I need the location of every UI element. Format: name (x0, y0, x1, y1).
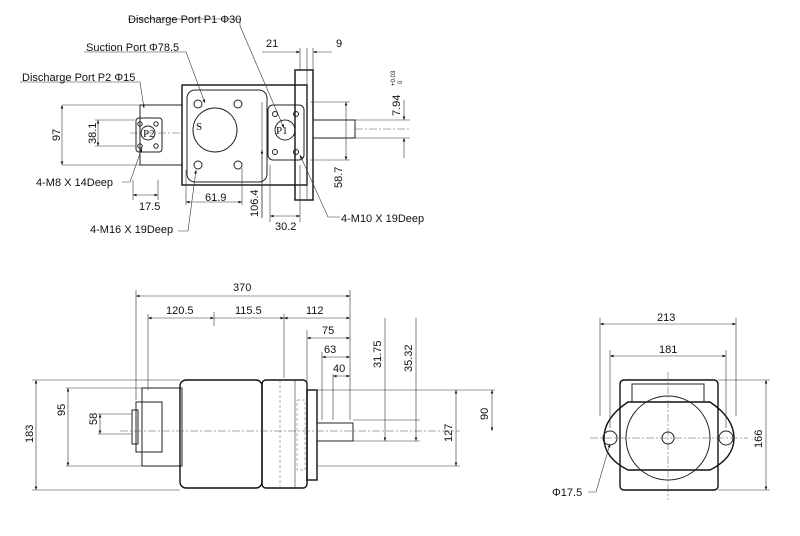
dim-75: 75 (322, 325, 334, 337)
dim-58: 58 (88, 413, 100, 425)
dim-61-9: 61.9 (205, 192, 226, 204)
dim-31-75: 31.75 (372, 340, 384, 368)
port-s-label: S (196, 121, 202, 133)
dim-120-5: 120.5 (166, 305, 194, 317)
side-view: 213 181 166 Φ17.5 (552, 312, 770, 500)
dim-115-5: 115.5 (235, 305, 262, 317)
dim-58-7: 58.7 (333, 167, 345, 188)
dim-213: 213 (657, 312, 675, 324)
label-suction: Suction Port Φ78.5 (86, 42, 179, 54)
dim-181: 181 (659, 344, 677, 356)
dim-9: 9 (336, 38, 342, 50)
label-discharge-p1: Discharge Port P1 Φ30 (128, 14, 241, 26)
dim-166: 166 (753, 430, 765, 448)
label-phi-17-5: Φ17.5 (552, 487, 582, 499)
dim-90: 90 (479, 408, 491, 420)
dim-97: 97 (51, 129, 63, 141)
dim-95: 95 (56, 404, 68, 416)
dim-35-32: 35.32 (403, 344, 415, 372)
dim-112: 112 (306, 305, 324, 317)
front-view: 370 120.5 115.5 112 75 63 40 183 95 58 3… (24, 282, 495, 491)
dim-17-5: 17.5 (139, 201, 160, 213)
dim-7-94-tol-lo: 0 (398, 80, 404, 84)
dim-370: 370 (233, 282, 251, 294)
label-discharge-p2: Discharge Port P2 Φ15 (22, 72, 135, 84)
dim-40: 40 (333, 363, 345, 375)
dim-183: 183 (24, 425, 36, 443)
dim-7-94: 7.94 (391, 95, 403, 116)
dim-63: 63 (324, 344, 336, 356)
port-p1-label: P1 (276, 125, 288, 137)
dim-106-4: 106.4 (249, 189, 261, 217)
dim-21: 21 (266, 38, 278, 50)
top-view: P2 S P1 (20, 14, 424, 236)
label-m8: 4-M8 X 14Deep (36, 177, 113, 189)
dim-30-2: 30.2 (275, 221, 296, 233)
dim-127: 127 (443, 424, 455, 442)
dim-7-94-tol-up: +0.03 (391, 70, 397, 86)
label-m16: 4-M16 X 19Deep (90, 224, 173, 236)
label-m10: 4-M10 X 19Deep (341, 213, 424, 225)
dim-38-1: 38.1 (87, 123, 99, 144)
port-p2-label: P2 (143, 128, 155, 140)
